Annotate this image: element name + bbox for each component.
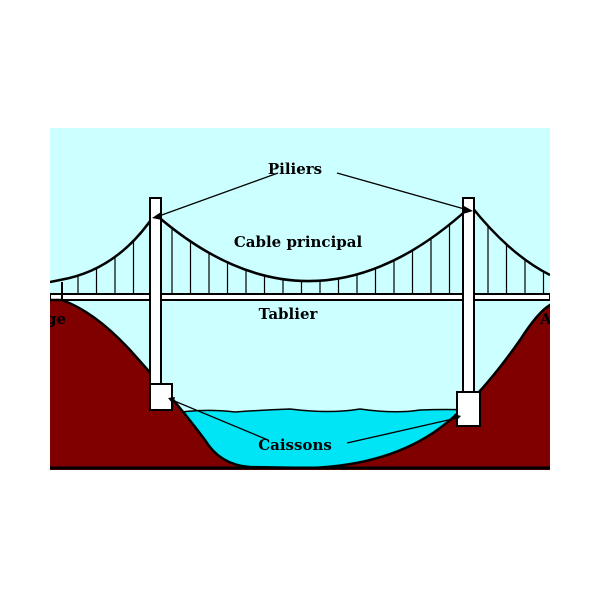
main-cable-right-span	[470, 205, 550, 277]
right-caisson	[456, 391, 481, 427]
main-cable	[154, 205, 472, 283]
arrowhead-icon	[168, 397, 175, 404]
arrowhead-icon	[152, 212, 162, 220]
tablier-label: Tablier	[259, 305, 319, 323]
piliers-pointer-left	[158, 172, 279, 217]
label-pointers	[158, 172, 469, 444]
suspender-cables	[77, 224, 545, 294]
bridge-deck	[50, 293, 550, 301]
caissons-pointer-right	[346, 417, 458, 444]
caissons-pointer-left	[171, 399, 269, 441]
caissons-label: Caissons	[258, 436, 332, 454]
pointer-arrowheads	[152, 206, 473, 421]
arrowhead-icon	[454, 414, 461, 421]
left-caisson	[149, 383, 173, 411]
piliers-label: Piliers	[268, 160, 322, 178]
main-cable-left-span	[50, 213, 157, 284]
piliers-pointer-right	[336, 172, 469, 211]
left-edge-label: ge	[46, 310, 66, 328]
right-tower	[462, 197, 475, 395]
right-edge-label: A	[539, 310, 552, 328]
left-tower	[149, 197, 162, 387]
cable-principal-label: Cable principal	[234, 233, 363, 251]
arrowhead-icon	[463, 206, 473, 214]
